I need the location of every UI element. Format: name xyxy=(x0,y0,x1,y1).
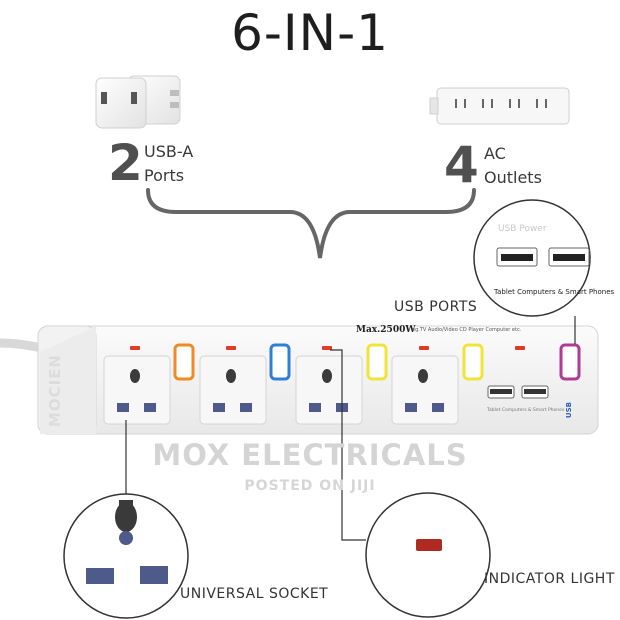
usb-zoom-caption: Tablet Computers & Smart Phones xyxy=(494,288,615,296)
universal-socket-label: UNIVERSAL SOCKET xyxy=(180,586,329,602)
strip-usb-caption: Tablet Computers & Smart Phones xyxy=(487,408,565,413)
watermark-sub: POSTED ON JIJI xyxy=(244,478,376,494)
ac-outlet-label-line1: AC xyxy=(484,144,506,163)
usb-zoom-callout xyxy=(473,199,591,344)
ac-outlet-label: AC Outlets xyxy=(484,142,542,190)
usb-ports-label: USB PORTS xyxy=(394,299,478,315)
ac-outlet-strip-image xyxy=(429,87,570,125)
power-cord xyxy=(0,338,47,353)
universal-socket-zoom xyxy=(63,420,189,619)
usb-port-label: USB-A Ports xyxy=(144,140,193,188)
usb-port-label-line1: USB-A xyxy=(144,142,194,161)
ac-outlet-count: 4 xyxy=(444,136,479,194)
indicator-light-zoom xyxy=(330,349,491,618)
usb-logo: USB xyxy=(565,402,573,419)
grouping-brace xyxy=(146,188,476,259)
usb-zoom-top-text: USB Power xyxy=(498,224,547,234)
ac-outlet-label-line2: Outlets xyxy=(484,168,542,187)
usb-port-label-line2: Ports xyxy=(144,166,185,185)
brand-logo: MOCIEN xyxy=(46,354,64,428)
max-rating: Max.2500W xyxy=(356,325,416,335)
usb-wall-adapter-image xyxy=(95,75,181,129)
power-strip-image xyxy=(37,325,599,435)
watermark-main: MOX ELECTRICALS xyxy=(152,438,468,472)
usb-port-count: 2 xyxy=(108,134,143,192)
indicator-light-label: INDICATOR LIGHT xyxy=(484,571,615,587)
page-title: 6-IN-1 xyxy=(231,4,389,62)
rating-note: eg.TV Audio/Video CD Player Computer etc… xyxy=(412,327,522,333)
